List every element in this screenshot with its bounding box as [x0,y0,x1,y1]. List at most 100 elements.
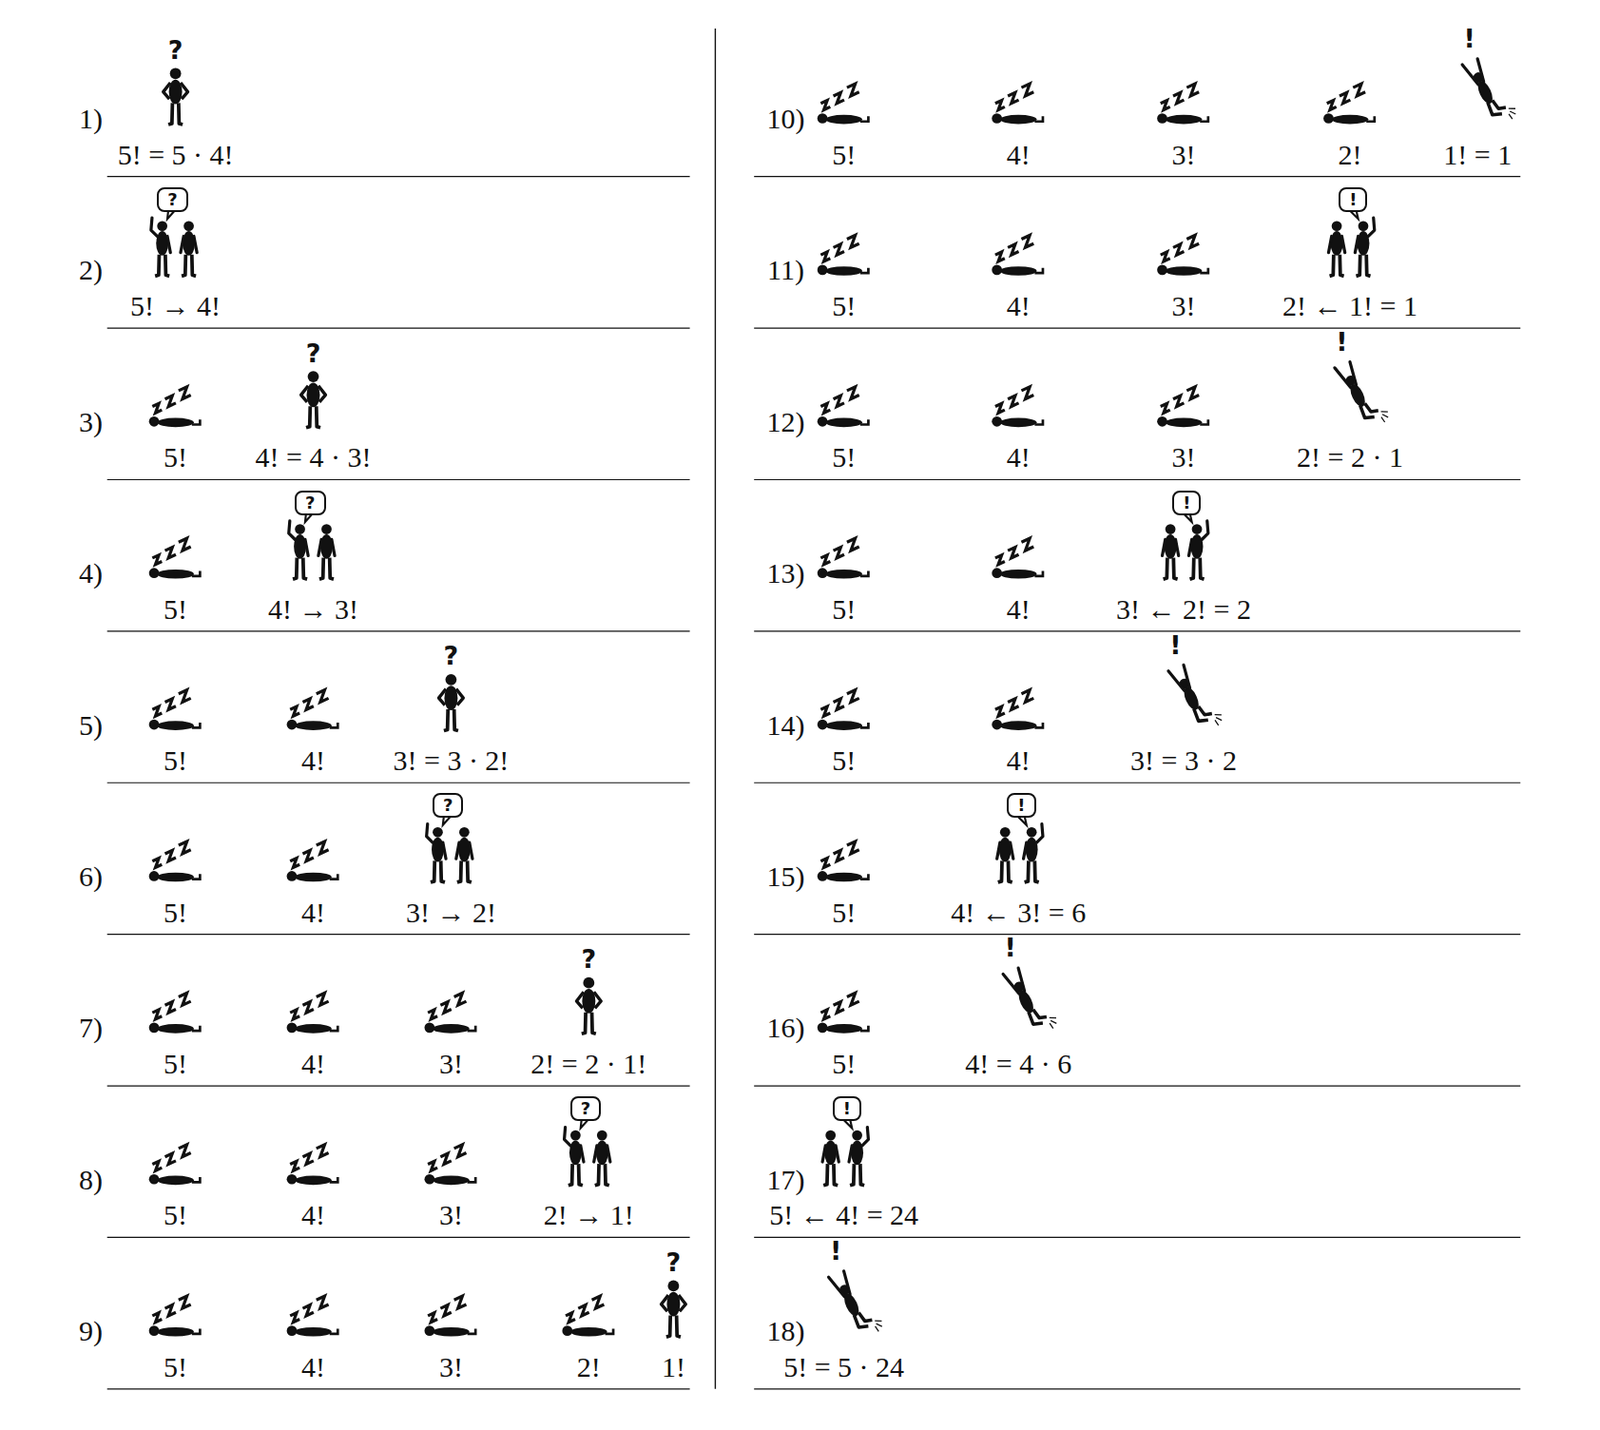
sleep-z-symbol [316,1144,329,1157]
jumping-figure [1168,657,1226,734]
factorial-formula: 5! → 4! [130,289,221,322]
step-number: 4) [78,557,103,589]
pending-factorial: 5! [831,289,856,322]
sleeping-figure [149,538,201,579]
row-separator [753,630,1521,632]
figure-feet [467,1176,477,1182]
figure-arms [1328,235,1345,252]
sleep-z-symbol [995,555,1005,565]
factorial-formula: 4! = 4 · 3! [255,441,372,473]
figure-feet [860,268,869,273]
row-separator [753,1236,1521,1238]
figure-legs [1359,399,1381,421]
sleep-z-symbol [1186,234,1199,248]
figure-feet [604,1328,614,1333]
sleep-z-symbol [152,858,162,868]
figure-feet [329,1176,339,1182]
drawing [107,28,1522,1389]
figure-head [1165,523,1176,535]
factorial-formula: 5! ← 4! = 24 [769,1198,919,1231]
figure-head [582,977,595,989]
talking-figure [180,220,197,276]
pending-factorial: 3! [439,1350,463,1383]
pending-factorial: 3! [1172,289,1196,322]
sleep-z-symbol [1160,100,1171,111]
figure-legs [1193,702,1215,724]
speech-bubble: ? [570,1096,601,1121]
factorial-formula: 1! = 1 [1443,138,1512,171]
figure-body [1165,115,1203,125]
figure-body [1000,418,1038,428]
figure-feet [1366,115,1375,121]
factorial-formula: 2! → 1! [543,1198,635,1231]
figure-feet [1034,268,1043,273]
figure-body [825,418,863,428]
sleep-z-symbol [165,547,176,559]
sleeping-figure [1156,234,1209,275]
sleeping-figure [424,1144,477,1185]
figure-feet [192,571,201,577]
pending-factorial: 2! [1338,138,1363,171]
figure-body [1000,115,1038,125]
talking-figure [1354,217,1374,276]
figure-body [825,720,863,731]
sleep-z-symbol [289,706,300,716]
pending-factorial: 5! [163,1047,188,1080]
figure-body [1000,720,1038,731]
figure-legs [852,1308,874,1330]
bubble-symbol: ! [1182,492,1191,513]
sleep-z-symbol [152,1160,162,1171]
figure-head [1192,523,1203,535]
talking-figure [1023,824,1043,883]
figure-body [825,1023,863,1034]
row-separator [107,1387,691,1389]
figure-legs [1486,96,1508,117]
figure-arms [456,842,473,859]
sleep-z-symbol [833,698,845,710]
sleeping-figure [149,992,201,1033]
sleep-z-symbol [316,992,329,1005]
figure-legs [1024,860,1040,883]
figure-legs [292,558,308,580]
figure-body [294,1023,332,1034]
sleep-z-symbol [152,555,162,565]
sleep-z-symbol [833,1002,845,1013]
step-number: 16) [766,1011,805,1043]
figure-legs [1163,558,1178,580]
speech-bubble: ! [1006,792,1036,818]
sleep-z-symbol [1160,403,1171,413]
figure-arms [318,539,335,556]
figure-body [156,1175,194,1185]
pending-factorial: 5! [831,138,856,171]
row-separator [753,327,1521,328]
sleep-z-symbol [165,395,176,406]
sleeping-figure [1156,83,1209,124]
factorial-formula: 1! [661,1350,686,1383]
step-number: 3) [78,405,103,438]
sleep-z-symbol [820,858,830,868]
figure-body [156,569,194,579]
figure-head [156,220,168,232]
sleep-z-symbol [1021,538,1034,551]
sleep-z-symbol [178,1295,192,1309]
sleep-z-symbol [833,244,845,255]
figure-body [825,266,863,276]
talking-figure [289,520,309,579]
bubble-symbol: ! [1349,189,1357,210]
factorial-formula: 3! ← 2! = 2 [1116,593,1252,625]
figure-feet [192,873,201,879]
sleeping-figure [817,841,869,882]
figure-body [156,1327,194,1337]
figure-arms [848,1127,868,1162]
pending-factorial: 4! [301,896,326,928]
sleeping-figure [1156,386,1209,427]
figure-legs [849,1163,865,1186]
sleep-z-symbol [427,1160,438,1171]
sleep-z-symbol [565,1312,576,1323]
figure-legs [823,1163,838,1186]
step-number: 2) [78,253,103,286]
exclamation-mark: ! [829,1236,842,1266]
sleeping-figure [561,1295,614,1336]
talking-figure [1328,220,1345,276]
